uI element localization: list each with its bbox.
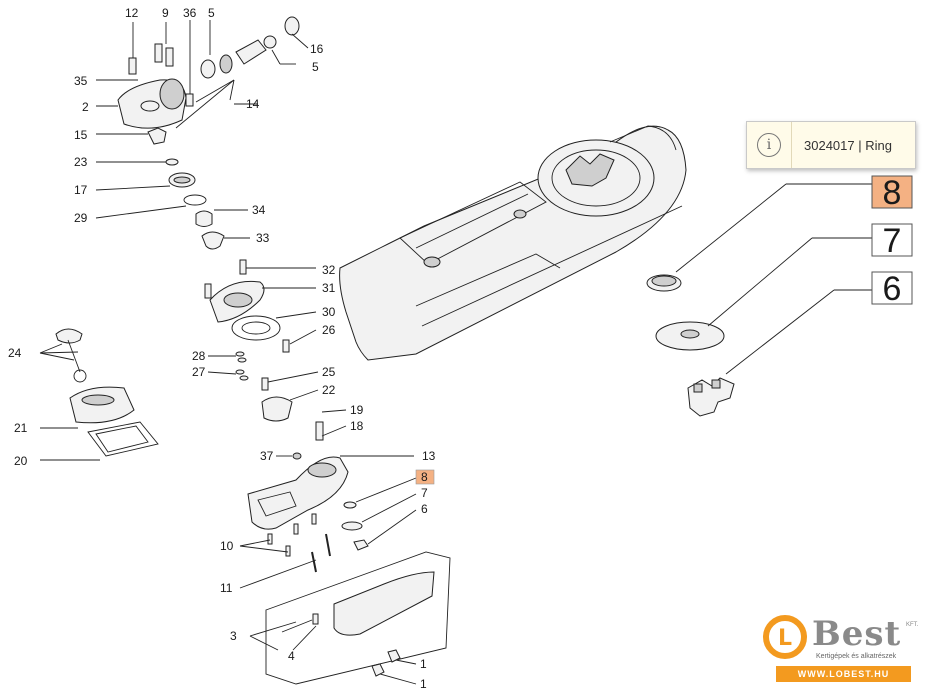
label-28[interactable]: 28 (192, 349, 206, 363)
logo-ring-icon: L (763, 615, 807, 659)
gear-housing-large (339, 125, 687, 361)
part-info-tooltip: i 3024017 | Ring (746, 121, 916, 169)
label-5[interactable]: 5 (208, 6, 215, 20)
label-34[interactable]: 34 (252, 203, 266, 217)
label-9[interactable]: 9 (162, 6, 169, 20)
label-35[interactable]: 35 (74, 74, 88, 88)
part-labels: 12 9 36 5 16 5 35 2 14 15 23 17 29 34 33… (8, 6, 436, 691)
info-icon-wrap: i (747, 122, 792, 168)
label-11[interactable]: 11 (220, 581, 233, 595)
logo-url[interactable]: WWW.LOBEST.HU (776, 666, 911, 682)
label-12[interactable]: 12 (125, 6, 139, 20)
label-32[interactable]: 32 (322, 263, 336, 277)
label-18[interactable]: 18 (350, 419, 364, 433)
label-22[interactable]: 22 (322, 383, 336, 397)
callout-6-box[interactable] (871, 271, 913, 305)
washer-part-7[interactable] (655, 237, 872, 351)
label-15[interactable]: 15 (74, 128, 88, 142)
label-24[interactable]: 24 (8, 346, 22, 360)
tooltip-text: 3024017 | Ring (804, 137, 892, 153)
label-13[interactable]: 13 (422, 449, 436, 463)
clutch-part-6[interactable] (687, 289, 872, 417)
label-10[interactable]: 10 (220, 539, 234, 553)
label-8-highlight[interactable] (415, 469, 435, 485)
callout-7-box[interactable] (871, 223, 913, 257)
logo-suffix: KFT. (906, 622, 919, 628)
label-5[interactable]: 5 (312, 60, 319, 74)
ring-part-8[interactable] (646, 183, 872, 292)
label-17[interactable]: 17 (74, 183, 88, 197)
callout-6[interactable]: 6 (871, 270, 913, 308)
label-2[interactable]: 2 (82, 100, 89, 114)
label-36[interactable]: 36 (183, 6, 197, 20)
info-icon: i (757, 133, 781, 157)
label-3[interactable]: 3 (230, 629, 237, 643)
label-4[interactable]: 4 (288, 649, 295, 663)
logo-word: Best (812, 614, 902, 654)
label-30[interactable]: 30 (322, 305, 336, 319)
label-14[interactable]: 14 (246, 97, 260, 111)
label-20[interactable]: 20 (14, 454, 28, 468)
callout-7[interactable]: 7 (871, 222, 913, 260)
label-19[interactable]: 19 (350, 403, 364, 417)
label-7[interactable]: 7 (421, 486, 428, 500)
label-6[interactable]: 6 (421, 502, 428, 516)
label-26[interactable]: 26 (322, 323, 336, 337)
callout-6-text: 6 (883, 270, 902, 308)
label-21[interactable]: 21 (14, 421, 28, 435)
label-16[interactable]: 16 (310, 42, 324, 56)
callout-7-text: 7 (883, 222, 902, 260)
parts-drawing-left (39, 16, 451, 685)
label-29[interactable]: 29 (74, 211, 88, 225)
label-23[interactable]: 23 (74, 155, 88, 169)
label-33[interactable]: 33 (256, 231, 270, 245)
callout-8-box[interactable] (871, 175, 913, 209)
logo-tagline: Kertigépek és alkatrészek (816, 653, 897, 660)
label-31[interactable]: 31 (322, 281, 336, 295)
callout-8-text: 8 (883, 174, 902, 212)
lobest-logo[interactable]: L Best KFT. Kertigépek és alkatrészek WW… (754, 612, 918, 688)
label-37[interactable]: 37 (260, 449, 274, 463)
label-1[interactable]: 1 (420, 677, 427, 691)
callout-8[interactable]: 8 (871, 174, 913, 212)
label-25[interactable]: 25 (322, 365, 336, 379)
label-27[interactable]: 27 (192, 365, 206, 379)
label-8[interactable]: 8 (421, 470, 428, 484)
label-1[interactable]: 1 (420, 657, 427, 671)
svg-text:L: L (778, 626, 792, 651)
